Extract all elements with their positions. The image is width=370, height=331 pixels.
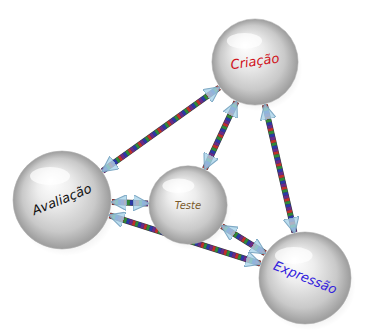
rope-core: [222, 226, 265, 253]
rope-core: [103, 88, 220, 171]
rope-core: [112, 202, 148, 203]
node-label: Teste: [175, 200, 201, 211]
rope-strand: [103, 88, 220, 171]
rope-strand: [103, 88, 220, 171]
rope-strand: [205, 102, 236, 169]
rope-strand: [103, 88, 220, 171]
rope-strand: [222, 226, 265, 253]
rope-strand: [112, 202, 148, 203]
sphere-body: [13, 151, 111, 249]
rope-heads: [112, 202, 148, 203]
rope-strand: [265, 105, 294, 232]
rope-heads: [222, 226, 265, 253]
rope-heads: [205, 102, 236, 169]
sphere-node: Teste: [148, 165, 228, 245]
rope-strand: [205, 102, 236, 169]
rope-core: [265, 105, 294, 232]
sphere-node: Criação: [211, 18, 299, 106]
sphere-node: Avaliação: [12, 150, 112, 250]
rope-strand: [103, 88, 220, 171]
rope-heads: [103, 88, 220, 171]
rope-connector: [205, 102, 236, 169]
rope-strand: [112, 202, 148, 203]
sphere-node: Expressão: [258, 231, 352, 325]
rope-strand: [222, 226, 265, 253]
rope-strand: [222, 226, 265, 253]
sphere-highlight: [30, 167, 70, 185]
rope-strand: [112, 202, 148, 203]
rope-strand: [205, 102, 236, 169]
sphere-highlight: [162, 179, 194, 193]
rope-connector: [103, 88, 220, 171]
rope-connector: [222, 226, 265, 253]
sphere-highlight: [227, 33, 262, 49]
rope-strand: [265, 105, 294, 232]
rope-strand: [112, 202, 148, 203]
sphere-body: [149, 166, 227, 244]
rope-strand: [205, 102, 236, 169]
rope-connector: [112, 202, 148, 203]
rope-strand: [265, 105, 294, 232]
rope-core: [205, 102, 236, 169]
rope-heads: [265, 105, 294, 232]
rope-strand: [265, 105, 294, 232]
sphere-body: [259, 232, 351, 324]
rope-connector: [265, 105, 294, 232]
rope-strand: [222, 226, 265, 253]
sphere-body: [212, 19, 298, 105]
